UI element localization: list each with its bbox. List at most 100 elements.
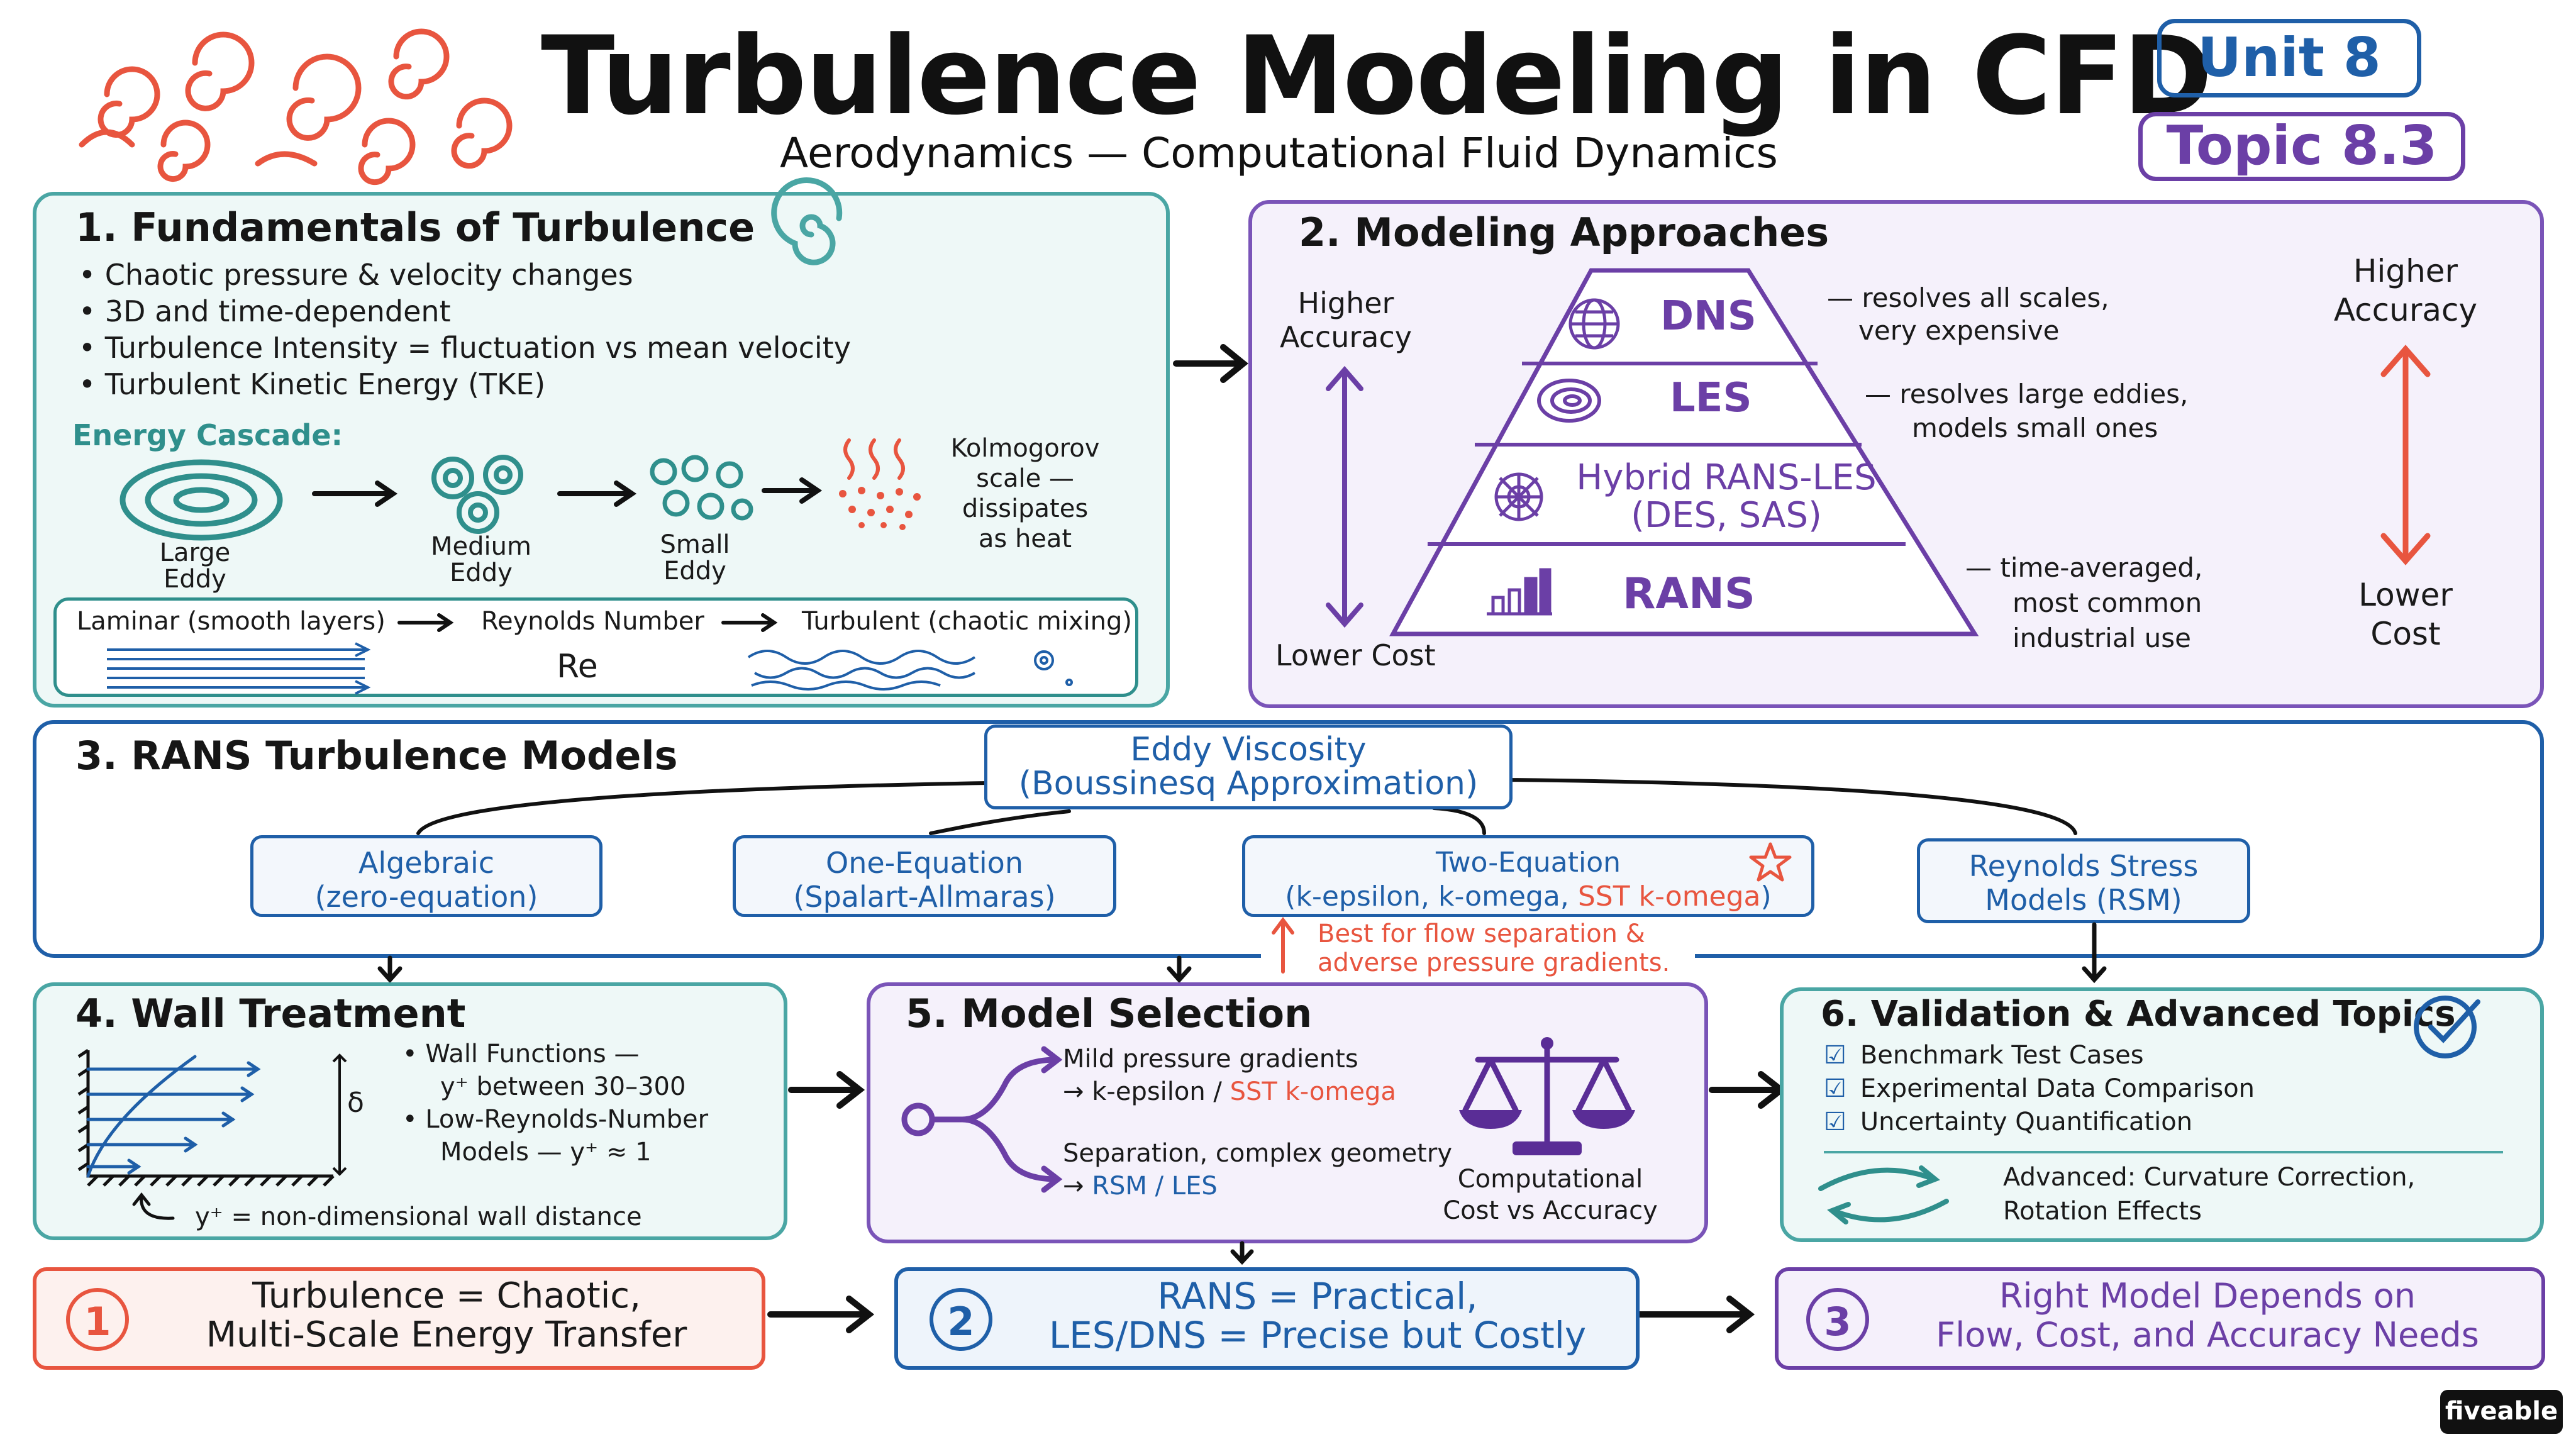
section-wall-treatment	[33, 982, 787, 1240]
text-segment: )	[1760, 880, 1772, 913]
left-higher-accuracy: Higher Accuracy	[1264, 286, 1428, 354]
takeaway-1-number: 1	[66, 1288, 129, 1351]
brand-logo: fiveable	[2440, 1390, 2563, 1434]
page-title: Turbulence Modeling in CFD	[541, 13, 2212, 139]
hybrid-mesh-icon	[1494, 472, 1543, 521]
level-dns: DNS	[1660, 293, 1757, 340]
medium-eddy-icon	[431, 455, 523, 534]
text-segment: (k-epsilon, k-omega,	[1285, 880, 1578, 913]
node-eddy-viscosity: Eddy Viscosity (Boussinesq Approximation…	[984, 724, 1513, 809]
text-line: — resolves large eddies,	[1865, 379, 2189, 409]
text-line: (Boussinesq Approximation)	[1018, 765, 1479, 802]
text-line: — resolves all scales,	[1827, 282, 2109, 313]
check-item: ☑ Uncertainty Quantification	[1824, 1108, 2192, 1136]
text-line: Flow, Cost, and Accuracy Needs	[1936, 1315, 2479, 1355]
best-note-mask	[1261, 918, 1695, 987]
swirl-icon	[771, 177, 843, 265]
text-line: Advanced: Curvature Correction,	[2003, 1163, 2416, 1192]
text-segment: Wall Functions —	[425, 1040, 640, 1069]
advanced-topics: Advanced: Curvature Correction, Rotation…	[2003, 1160, 2415, 1228]
text-line: Accuracy	[2333, 292, 2478, 328]
takeaway-3-number: 3	[1806, 1288, 1869, 1351]
text-line: Best for flow separation &	[1318, 919, 1645, 948]
text-line: (zero-equation)	[314, 880, 538, 914]
text-line: One-Equation	[826, 846, 1023, 880]
section-5-heading: 5. Model Selection	[906, 991, 1313, 1036]
text-line: Cost	[2370, 616, 2441, 652]
checkbox-icon: ☑	[1824, 1074, 1846, 1103]
checkbox-icon: ☑	[1824, 1041, 1846, 1070]
section-3-heading: 3. RANS Turbulence Models	[75, 733, 678, 779]
text-line: Reynolds Stress	[1968, 849, 2199, 883]
topic-badge	[2138, 112, 2465, 181]
text-line: models small ones	[1912, 413, 2158, 443]
text-line: Higher	[1297, 286, 1394, 320]
rotation-arrows-icon	[1818, 1165, 1949, 1224]
takeaway-2	[894, 1267, 1640, 1370]
text-line: Algebraic	[358, 846, 495, 880]
text-line: most common	[2012, 587, 2202, 618]
text-line: y⁺ between 30–300	[440, 1072, 686, 1101]
level-rans-note: — time-averaged, most common industrial …	[1965, 550, 2202, 656]
delta-symbol: δ	[347, 1087, 364, 1119]
s1-bullet: 3D and time-dependent	[79, 294, 451, 328]
text-line: Rotation Effects	[2003, 1197, 2202, 1226]
text-line: Mild pressure gradients	[1063, 1045, 1358, 1074]
kolmogorov-line: dissipates	[962, 494, 1089, 523]
yplus-note: y⁺ = non-dimensional wall distance	[195, 1202, 642, 1231]
text-line: — time-averaged,	[1965, 552, 2203, 583]
scale-label: Computational Cost vs Accuracy	[1421, 1163, 1679, 1226]
text-segment: →	[1063, 1172, 1092, 1201]
section-1-heading: 1. Fundamentals of Turbulence	[75, 204, 755, 250]
text-line: Cost vs Accuracy	[1443, 1196, 1658, 1225]
reynolds-symbol: Re	[557, 648, 598, 686]
energy-cascade-label: Energy Cascade:	[72, 418, 343, 452]
swirl-decoration-icon	[79, 28, 513, 186]
section-4-heading: 4. Wall Treatment	[75, 991, 466, 1036]
level-dns-note: — resolves all scales, very expensive	[1827, 282, 2109, 347]
yplus-pointer-icon	[132, 1192, 175, 1220]
takeaway-2-text: RANS = Practical, LES/DNS = Precise but …	[1006, 1277, 1629, 1355]
eddy-label-medium: Medium Eddy	[431, 532, 531, 587]
turbulent-label: Turbulent (chaotic mixing)	[802, 607, 1133, 636]
best-note: Best for flow separation & adverse press…	[1318, 919, 1670, 977]
takeaway-2-number: 2	[930, 1288, 992, 1351]
text-line: • Low-Reynolds-Number	[402, 1105, 709, 1134]
text-segment: Experimental Data Comparison	[1860, 1074, 2255, 1103]
globe-icon	[1568, 298, 1620, 350]
takeaway-1	[33, 1267, 765, 1370]
text-line: Models — y⁺ ≈ 1	[440, 1138, 652, 1167]
takeaway-1-text: Turbulence = Chaotic, Multi-Scale Energy…	[145, 1277, 748, 1355]
heat-dissipation-icon	[839, 438, 921, 530]
unit-badge	[2157, 19, 2421, 97]
divider	[1824, 1151, 2503, 1153]
right-higher-accuracy: Higher Accuracy	[2318, 252, 2494, 330]
text-segment: → k-epsilon /	[1063, 1077, 1230, 1106]
check-item: ☑ Experimental Data Comparison	[1824, 1074, 2255, 1103]
section-2-heading: 2. Modeling Approaches	[1299, 209, 1829, 255]
node-algebraic: Algebraic (zero-equation)	[250, 835, 602, 917]
balance-scale-icon	[1459, 1037, 1635, 1155]
large-eddy-icon	[119, 459, 283, 541]
reynolds-label: Reynolds Number	[481, 607, 704, 636]
topic-label: Topic 8.3	[2166, 114, 2438, 177]
text-line: (Spalart-Allmaras)	[793, 880, 1056, 914]
s1-bullet: Turbulent Kinetic Energy (TKE)	[79, 367, 545, 401]
section-6-heading: 6. Validation & Advanced Topics	[1821, 994, 2456, 1035]
section-model-selection	[867, 982, 1708, 1243]
level-les-note: — resolves large eddies, models small on…	[1865, 377, 2188, 445]
text-line: Accuracy	[1279, 320, 1412, 354]
unit-label: Unit 8	[2197, 26, 2381, 89]
text-segment: Uncertainty Quantification	[1860, 1108, 2193, 1136]
level-rans: RANS	[1623, 569, 1755, 619]
text-line: Computational	[1457, 1165, 1643, 1194]
kolmogorov-line: scale —	[976, 464, 1074, 493]
checkbox-icon: ☑	[1824, 1108, 1846, 1136]
eddy-label-small: Small Eddy	[660, 530, 730, 586]
